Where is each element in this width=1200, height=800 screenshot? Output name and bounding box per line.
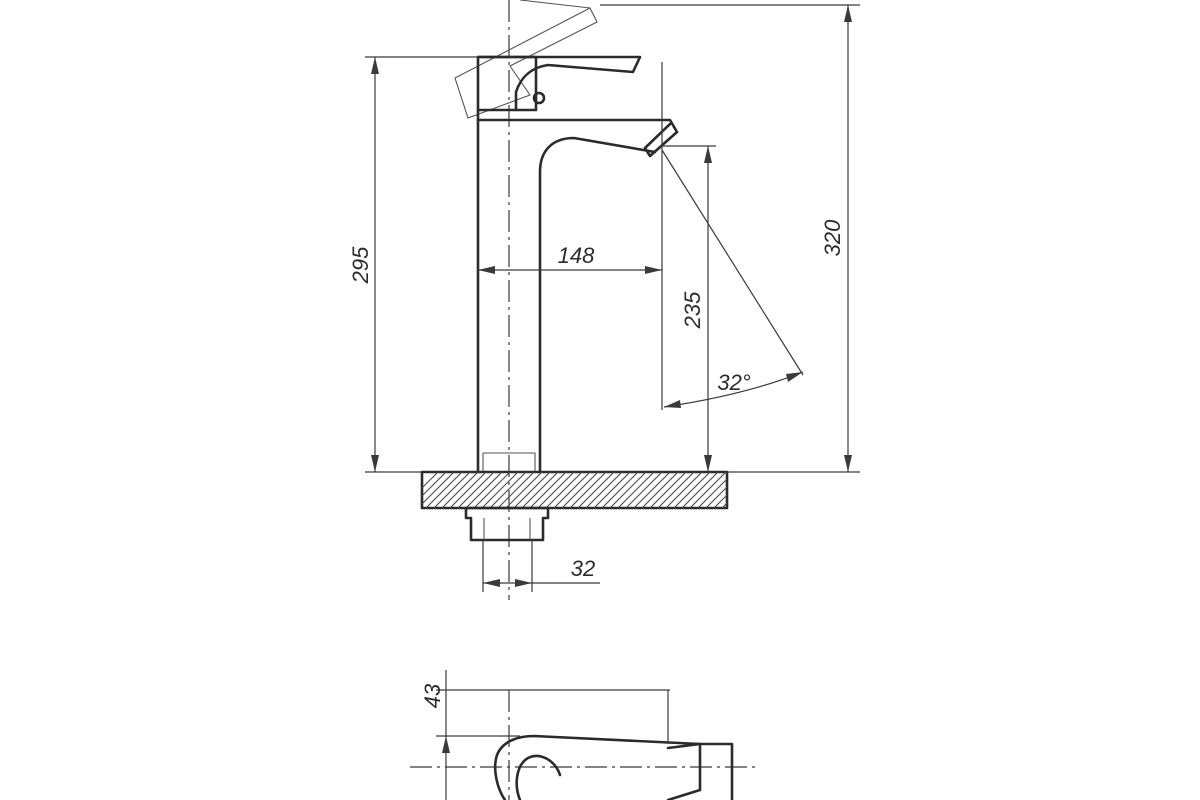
dim-32-arrow-left	[483, 579, 500, 587]
dim-43-arrow-top	[442, 736, 450, 753]
dim-148-arrow-right	[645, 266, 662, 274]
dim-295-label: 295	[348, 246, 373, 284]
hatch-line	[705, 486, 727, 508]
angle-32-label: 32°	[717, 370, 750, 395]
top-view-spout-inner	[515, 754, 562, 800]
hatch-line	[422, 472, 447, 497]
dim-32-label: 32	[571, 556, 595, 581]
hatch-line	[481, 472, 519, 508]
dim-295-arrow-bottom	[371, 455, 379, 472]
dim-148-arrow-left	[478, 266, 495, 274]
hatch-line	[497, 472, 535, 508]
cartridge-cap	[476, 55, 538, 112]
hatch-line	[641, 472, 679, 508]
handle-phantom-position	[454, 7, 598, 119]
hatch-line	[537, 472, 575, 508]
hatch-line	[657, 472, 695, 508]
dim-235-arrow-bottom	[704, 455, 712, 472]
hatch-line	[681, 472, 719, 508]
hatch-line	[473, 472, 511, 508]
hatch-line	[489, 472, 527, 508]
hatch-line	[449, 472, 487, 508]
hatch-line	[625, 472, 663, 508]
faucet-body	[476, 108, 657, 474]
hatch-line	[577, 472, 615, 508]
hatch-line	[728, 470, 768, 510]
hatch-line	[422, 472, 455, 505]
hatch-line	[736, 470, 776, 510]
dim-295-arrow-top	[371, 57, 379, 74]
dim-320-arrow-bottom	[844, 455, 852, 472]
hatch-line	[553, 472, 591, 508]
dim-148-label: 148	[558, 243, 595, 268]
hatch-line	[585, 472, 623, 508]
mounting-nut	[464, 506, 550, 542]
top-view-handle	[666, 742, 702, 800]
hatch-line	[425, 472, 463, 508]
hatch-line	[752, 470, 792, 510]
dim-43-label: 43	[420, 683, 445, 708]
hatch-line	[633, 472, 671, 508]
angle-32-arrow-right	[786, 372, 803, 382]
hatch-line	[665, 472, 703, 508]
body-base-insert	[482, 452, 536, 472]
hatch-line	[744, 470, 784, 510]
hatch-line	[601, 472, 639, 508]
hatch-line	[569, 472, 607, 508]
dim-320-label: 320	[820, 219, 845, 256]
hatch-line	[545, 472, 583, 508]
hatch-line	[457, 472, 495, 508]
dim-320-arrow-top	[844, 5, 852, 22]
hatch-line	[513, 472, 551, 508]
hatch-line	[721, 502, 727, 508]
hatch-line	[505, 472, 543, 508]
faucet-body-top	[476, 118, 679, 134]
hatch-line	[561, 472, 599, 508]
hatch-line	[521, 472, 559, 508]
dim-235-label: 235	[680, 291, 705, 329]
handle-phantom-lever	[519, 0, 591, 9]
spout-aerator	[643, 122, 679, 158]
hatch-line	[441, 472, 479, 508]
hatch-line	[689, 472, 727, 508]
handle-pivot	[532, 91, 546, 105]
deck-hatching	[422, 470, 792, 510]
hatch-line	[673, 472, 711, 508]
hatch-line	[697, 478, 727, 508]
hatch-line	[609, 472, 647, 508]
hatch-line	[617, 472, 655, 508]
hatch-line	[649, 472, 687, 508]
hatch-line	[465, 472, 503, 508]
dim-235-arrow-top	[704, 146, 712, 163]
hatch-line	[529, 472, 567, 508]
hatch-line	[713, 494, 727, 508]
hatch-line	[433, 472, 471, 508]
hatch-line	[422, 472, 439, 489]
angle-32-arrow-left	[664, 400, 681, 408]
top-view-spout	[493, 734, 734, 800]
angle-32-ray	[661, 149, 804, 376]
dim-32-arrow-right	[515, 579, 532, 587]
hatch-line	[593, 472, 631, 508]
handle-lever	[476, 55, 642, 112]
